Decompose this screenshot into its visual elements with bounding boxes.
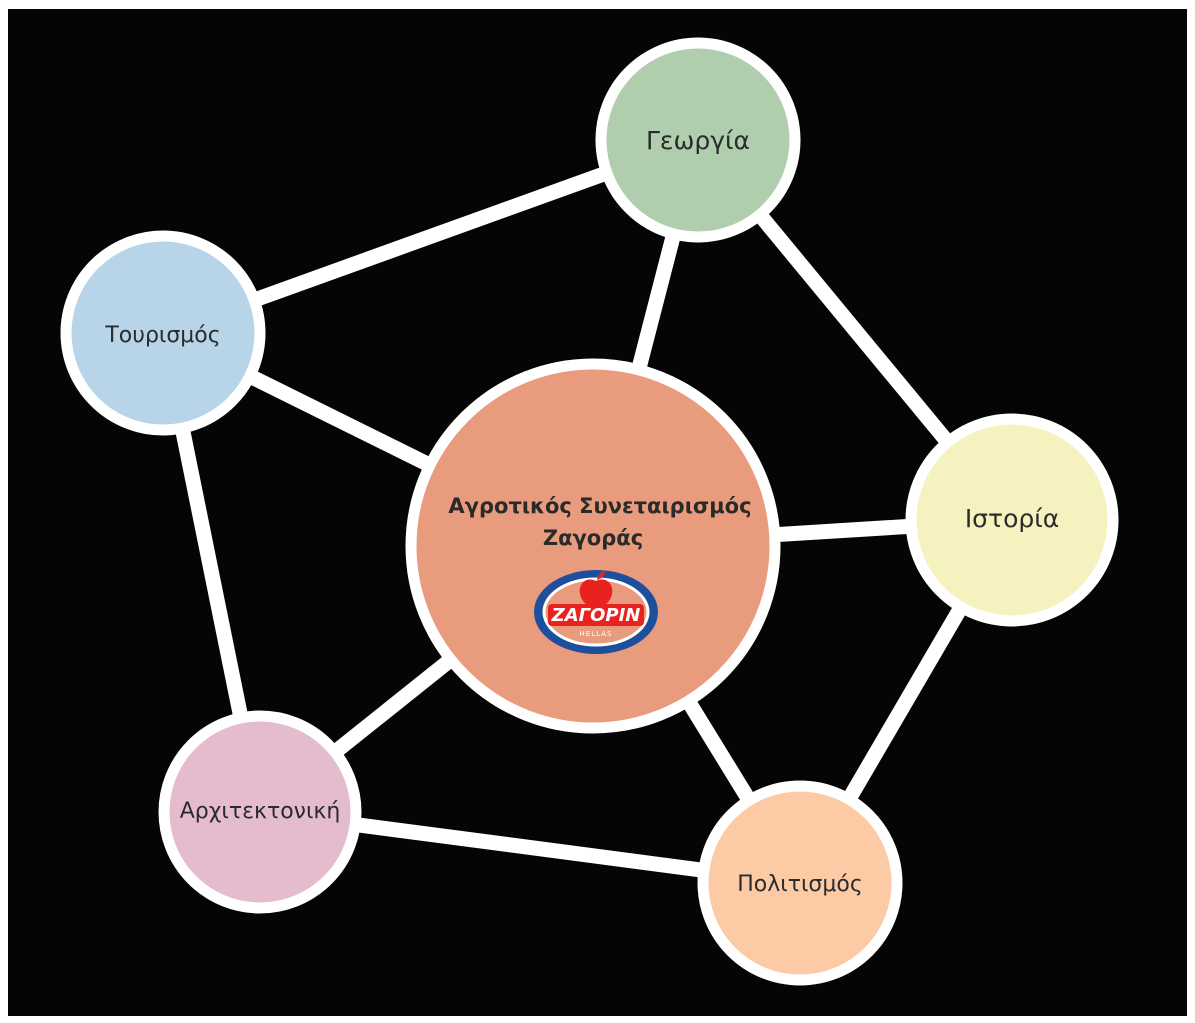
node-center: Αγροτικός Συνεταιρισμός Ζαγοράς ΖΑΓΟΡΙΝ … xyxy=(405,358,781,734)
node-architektoniki-circle xyxy=(158,710,362,914)
node-tourismos-circle xyxy=(60,230,266,436)
center-title-line2: Ζαγοράς xyxy=(543,526,643,550)
apple-leaf-icon xyxy=(597,571,606,580)
node-architektoniki: Αρχιτεκτονική xyxy=(158,710,362,914)
node-tourismos: Τουρισμός xyxy=(60,230,266,436)
center-title-line1: Αγροτικός Συνεταιρισμός xyxy=(448,494,751,518)
node-istoria: Ιστορία xyxy=(905,413,1119,627)
node-architektoniki-label: Αρχιτεκτονική xyxy=(180,799,341,824)
logo-word: ΖΑΓΟΡΙΝ xyxy=(551,605,641,626)
node-istoria-circle xyxy=(905,413,1119,627)
node-center-circle xyxy=(405,358,781,734)
logo-sub: HELLAS xyxy=(580,630,613,638)
node-politismos-label: Πολιτισμός xyxy=(737,872,862,897)
node-politismos: Πολιτισμός xyxy=(697,780,903,986)
zagorin-logo: ΖΑΓΟΡΙΝ HELLAS xyxy=(534,570,658,654)
node-tourismos-label: Τουρισμός xyxy=(104,323,220,348)
node-georgia-label: Γεωργία xyxy=(646,126,750,155)
logo-word-band xyxy=(548,604,644,626)
node-georgia-circle xyxy=(595,37,801,243)
apple-icon xyxy=(579,579,613,606)
node-politismos-circle xyxy=(697,780,903,986)
node-georgia: Γεωργία xyxy=(595,37,801,243)
node-istoria-label: Ιστορία xyxy=(965,504,1059,533)
